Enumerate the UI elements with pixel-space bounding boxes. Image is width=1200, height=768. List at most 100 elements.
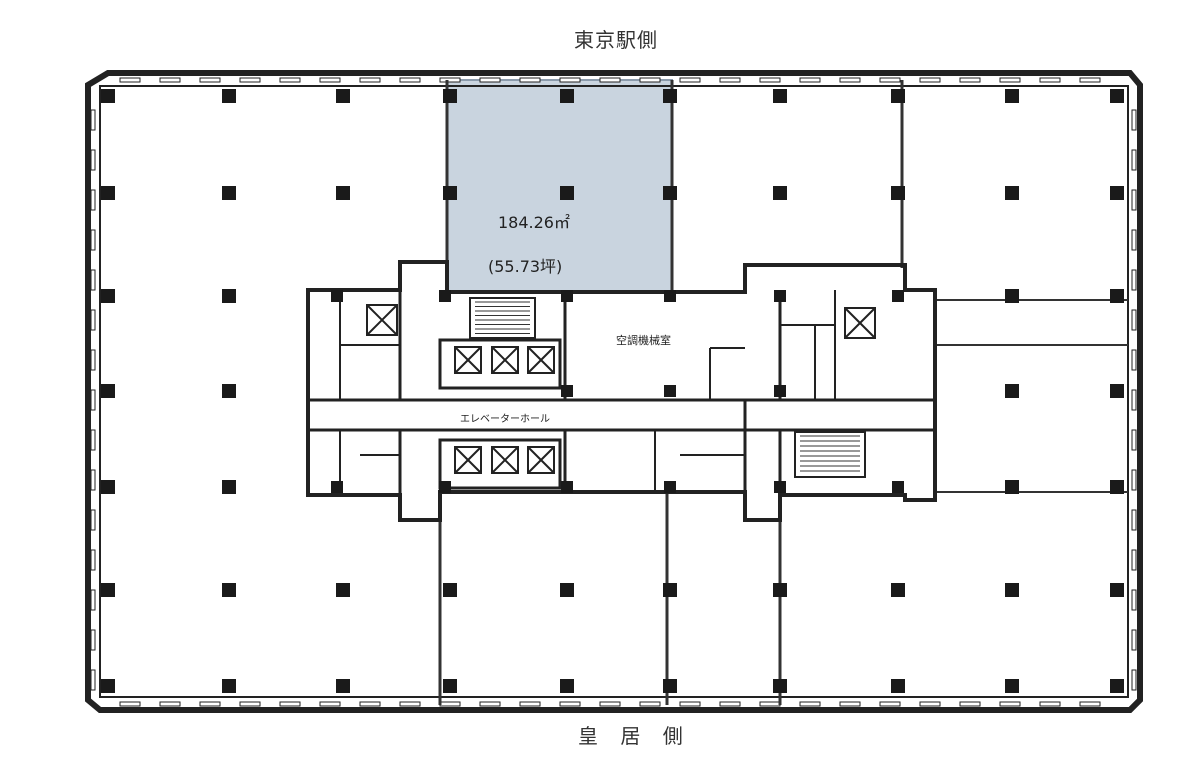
window (479, 77, 501, 83)
core-column (331, 481, 343, 493)
window (159, 701, 181, 707)
outer-wall (85, 70, 1143, 713)
window (679, 701, 701, 707)
window (279, 77, 301, 83)
column (443, 186, 457, 200)
window (119, 701, 141, 707)
column (560, 186, 574, 200)
window (1131, 269, 1137, 291)
window (119, 77, 141, 83)
core-column (561, 481, 573, 493)
window (90, 509, 96, 531)
core-column (892, 290, 904, 302)
column (663, 679, 677, 693)
window (239, 77, 261, 83)
column (443, 583, 457, 597)
column (891, 583, 905, 597)
window (559, 77, 581, 83)
column (560, 583, 574, 597)
window (1131, 389, 1137, 411)
window (839, 701, 861, 707)
column (336, 89, 350, 103)
elevator-car-cross (454, 346, 482, 374)
core-column (561, 290, 573, 302)
elevator-car-cross (844, 307, 876, 339)
column (336, 583, 350, 597)
core-column (561, 385, 573, 397)
column (101, 480, 115, 494)
column (560, 679, 574, 693)
window (90, 149, 96, 171)
window (679, 77, 701, 83)
column (891, 89, 905, 103)
window (919, 701, 941, 707)
core-column (664, 290, 676, 302)
window (90, 109, 96, 131)
window (1079, 701, 1101, 707)
column (773, 89, 787, 103)
column (101, 583, 115, 597)
window (1131, 149, 1137, 171)
core-column (774, 481, 786, 493)
window (199, 701, 221, 707)
window (319, 77, 341, 83)
column (1110, 583, 1124, 597)
window (519, 77, 541, 83)
window (479, 701, 501, 707)
column (101, 186, 115, 200)
column (443, 679, 457, 693)
window (1131, 309, 1137, 331)
core-column (664, 481, 676, 493)
window (90, 229, 96, 251)
window (1131, 629, 1137, 651)
window (1131, 549, 1137, 571)
elevator-car-cross (491, 446, 519, 474)
window (90, 669, 96, 691)
window (719, 77, 741, 83)
column (1005, 480, 1019, 494)
elevator-car-cross (491, 346, 519, 374)
window (1131, 429, 1137, 451)
window (1079, 77, 1101, 83)
window (1131, 669, 1137, 691)
window (599, 77, 621, 83)
column (560, 89, 574, 103)
elevator-car-cross (366, 304, 398, 336)
window (1131, 109, 1137, 131)
column (1110, 480, 1124, 494)
window (90, 309, 96, 331)
column (222, 679, 236, 693)
column (1005, 289, 1019, 303)
core-column (331, 290, 343, 302)
window (1039, 701, 1061, 707)
elevator-cars (366, 304, 876, 474)
window (239, 701, 261, 707)
column (773, 186, 787, 200)
column (1005, 186, 1019, 200)
window (879, 701, 901, 707)
column (222, 289, 236, 303)
core-column (439, 290, 451, 302)
window (159, 77, 181, 83)
column (1110, 186, 1124, 200)
window (399, 701, 421, 707)
column (1110, 289, 1124, 303)
window (599, 701, 621, 707)
window (959, 77, 981, 83)
elevator-car-cross (527, 446, 555, 474)
window (999, 701, 1021, 707)
column (336, 186, 350, 200)
column (222, 384, 236, 398)
window (199, 77, 221, 83)
window (439, 77, 461, 83)
window (90, 389, 96, 411)
window (1131, 349, 1137, 371)
core-column (892, 481, 904, 493)
window (90, 589, 96, 611)
window (90, 349, 96, 371)
core-column (774, 290, 786, 302)
window (759, 77, 781, 83)
unit-area-tsubo: (55.73坪) (488, 257, 562, 276)
window (1131, 469, 1137, 491)
